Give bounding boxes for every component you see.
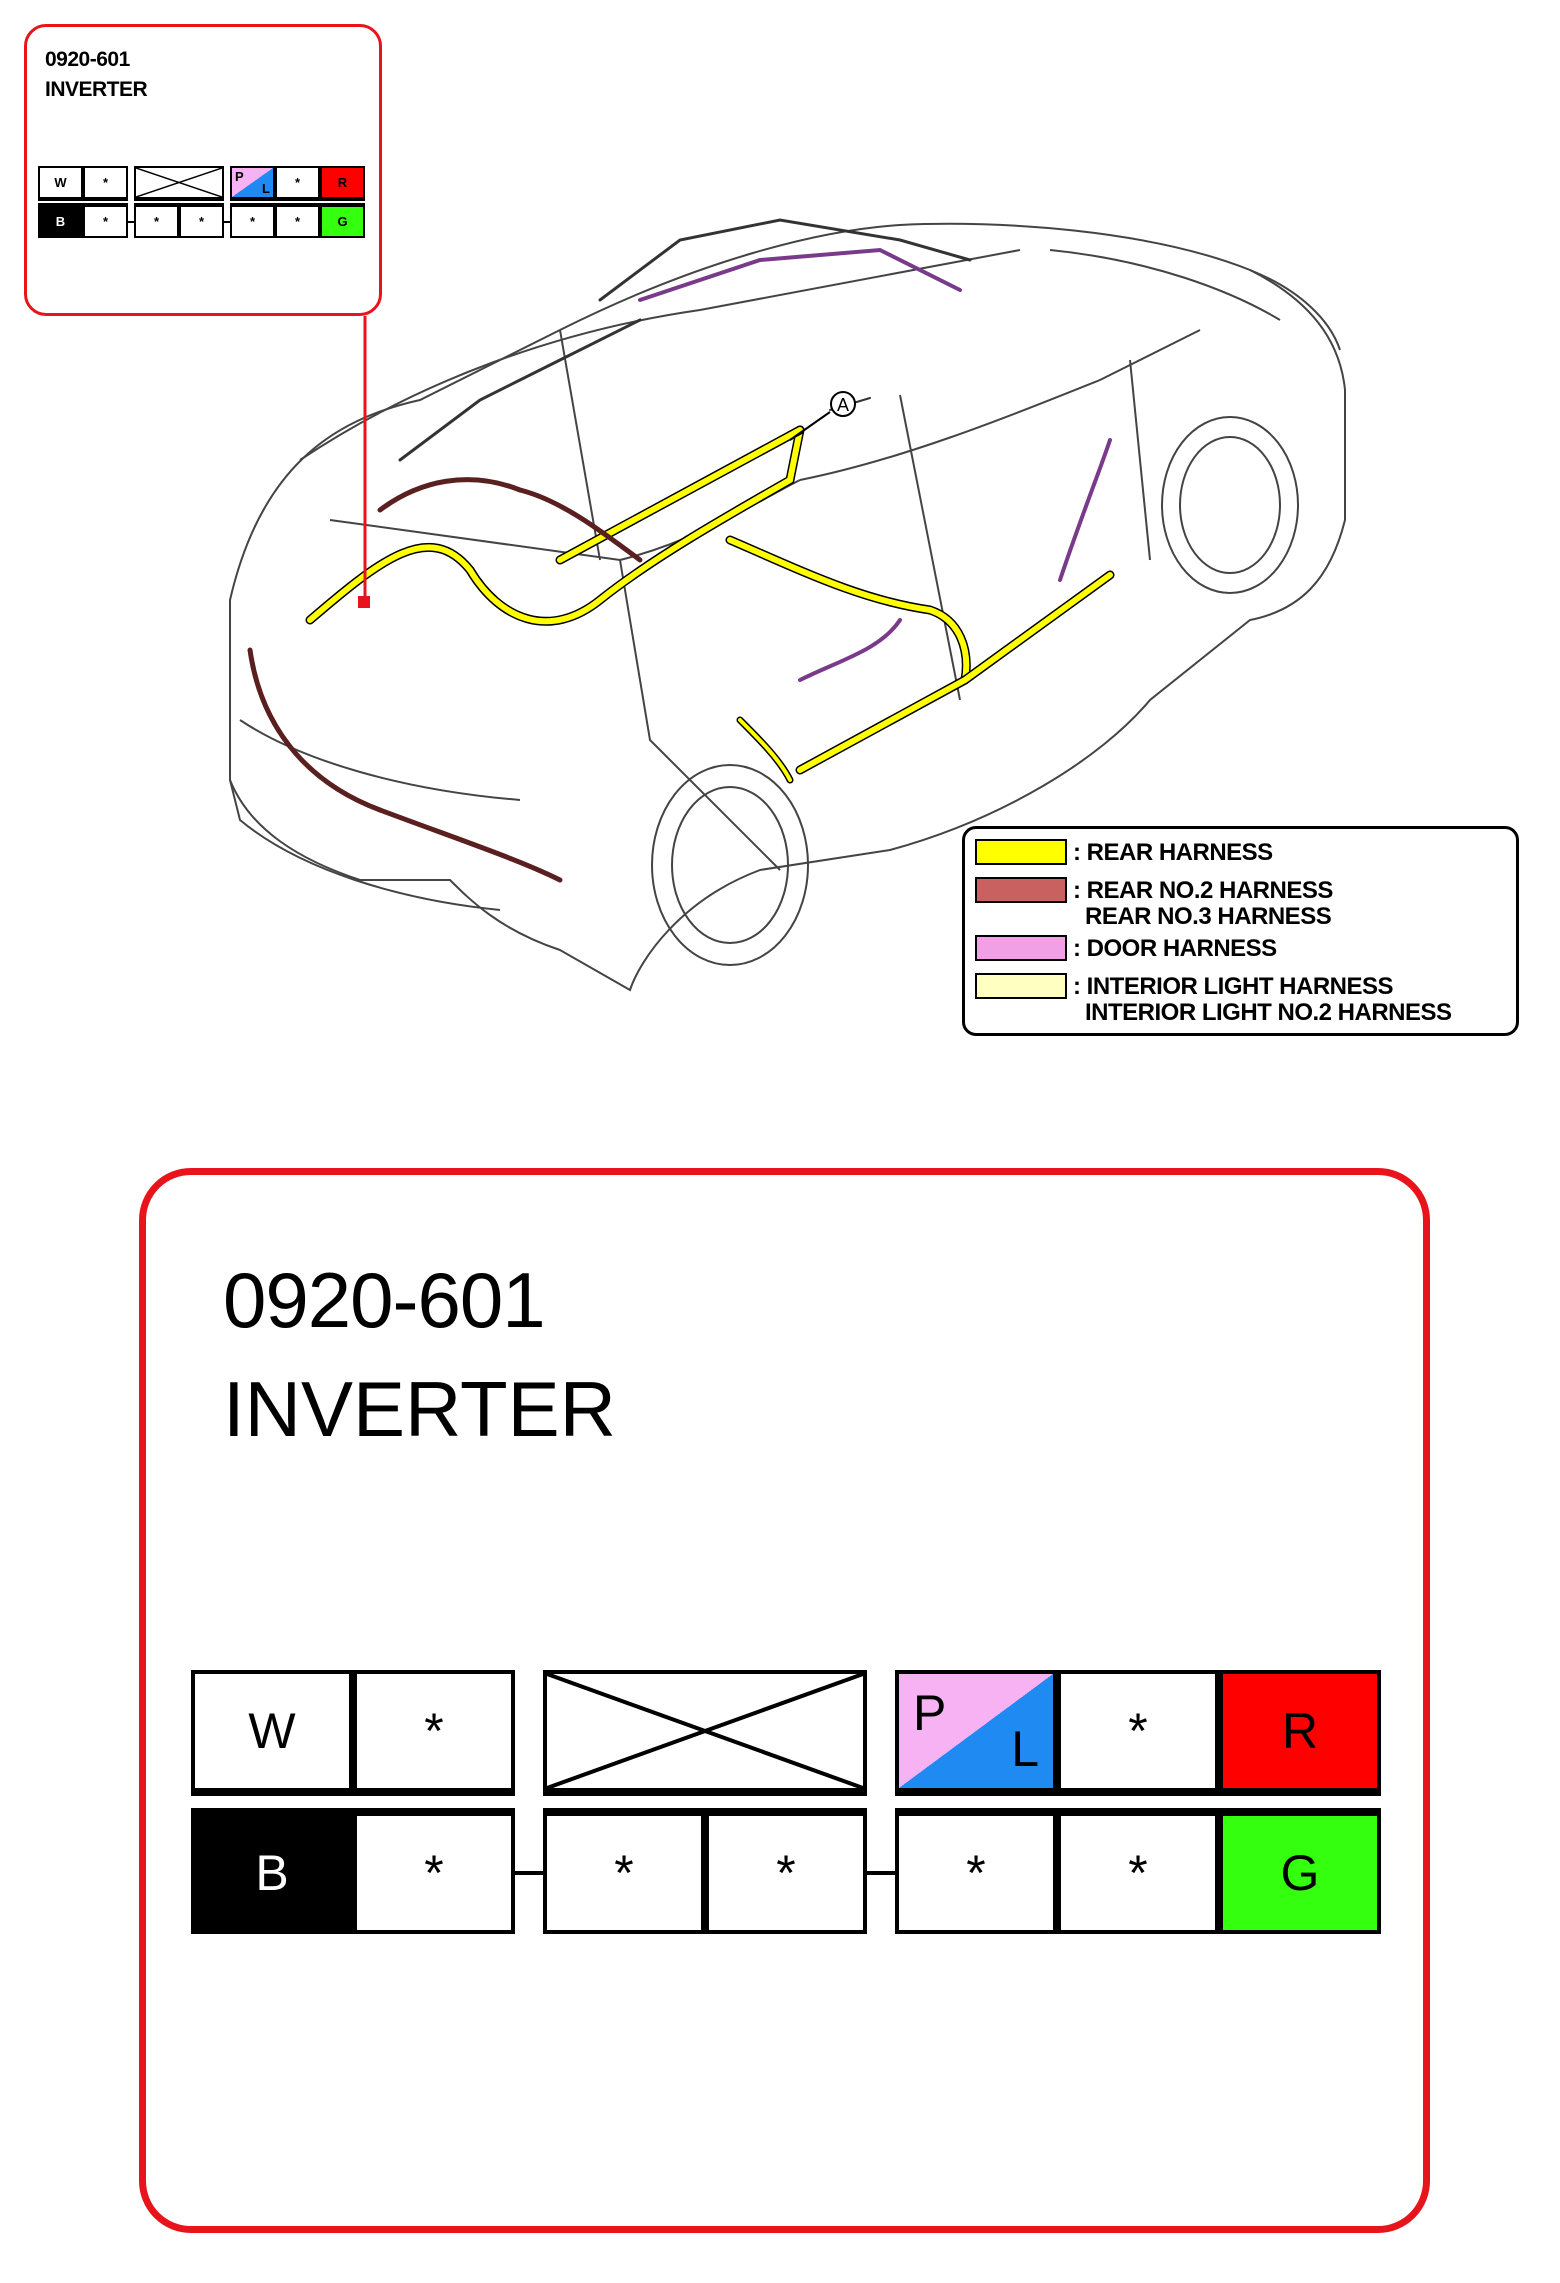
pin-bottom-4: *	[179, 205, 224, 238]
pin-bottom-4: *	[705, 1812, 867, 1934]
legend-label-rear-no3-harness: REAR NO.3 HARNESS	[1085, 903, 1332, 930]
pin-bottom-2: *	[353, 1812, 515, 1934]
connector-detail-panel	[139, 1168, 1430, 2233]
connector-row-separator-2	[134, 199, 224, 205]
car-body-outline	[229, 222, 1346, 992]
pin-bottom-7: G	[320, 205, 365, 238]
connector-group-link-2	[867, 1871, 895, 1875]
pointer-a-label: A	[837, 395, 849, 415]
legend-swatch-rear-harness	[975, 839, 1067, 865]
connector-row-separator-3	[230, 199, 365, 205]
pin-bottom-6: *	[1057, 1812, 1219, 1934]
small-connector-code: 0920-601	[45, 48, 130, 71]
connector-row-separator-1	[38, 199, 128, 205]
connector-group-link-2	[224, 220, 230, 223]
small-connector-name: INVERTER	[45, 78, 148, 101]
legend-label-interior-light-harness: : INTERIOR LIGHT HARNESS	[1073, 973, 1394, 1000]
pin-top-1: W	[38, 166, 83, 199]
legend-swatch-door-harness	[975, 935, 1067, 961]
connector-name: INVERTER	[223, 1365, 616, 1453]
connector-row-separator-1	[191, 1792, 515, 1812]
pin-top-6: *	[275, 166, 320, 199]
connector-row-separator-2	[543, 1792, 867, 1812]
pin-top-2: *	[83, 166, 128, 199]
pin-top-6: *	[1057, 1670, 1219, 1792]
pin-bottom-1: B	[191, 1812, 353, 1934]
connector-blank-block	[134, 166, 224, 199]
pin-bottom-3: *	[134, 205, 179, 238]
connector-group-link-1	[515, 1871, 543, 1875]
legend-label-rear-no2-harness: : REAR NO.2 HARNESS	[1073, 877, 1333, 904]
harness-wires	[247, 218, 1115, 883]
pin-bottom-2: *	[83, 205, 128, 238]
pin-bottom-3: *	[543, 1812, 705, 1934]
pin-top-2: *	[353, 1670, 515, 1792]
pin-top-7: R	[320, 166, 365, 199]
small-connector-callout	[24, 24, 382, 316]
pin-top-1: W	[191, 1670, 353, 1792]
pointer-a-circle	[830, 391, 856, 417]
pointer-a-leader	[789, 411, 831, 441]
connector-location-marker	[358, 596, 370, 608]
connector-row-separator-3	[895, 1792, 1381, 1812]
legend-label-rear-harness: : REAR HARNESS	[1073, 839, 1273, 866]
connector-code: 0920-601	[223, 1256, 546, 1344]
harness-legend: : REAR HARNESS : REAR NO.2 HARNESS REAR …	[962, 826, 1519, 1036]
legend-label-door-harness: : DOOR HARNESS	[1073, 935, 1277, 962]
legend-swatch-rear-no2-harness	[975, 877, 1067, 903]
pin-bottom-7: G	[1219, 1812, 1381, 1934]
pin-bottom-5: *	[230, 205, 275, 238]
connector-group-link-1	[128, 220, 134, 223]
legend-label-interior-light-no2-harness: INTERIOR LIGHT NO.2 HARNESS	[1085, 999, 1452, 1026]
connector-blank-block	[543, 1670, 867, 1792]
pin-bottom-1: B	[38, 205, 83, 238]
pin-top-7: R	[1219, 1670, 1381, 1792]
legend-swatch-interior-light-harness	[975, 973, 1067, 999]
pin-bottom-6: *	[275, 205, 320, 238]
pin-bottom-5: *	[895, 1812, 1057, 1934]
